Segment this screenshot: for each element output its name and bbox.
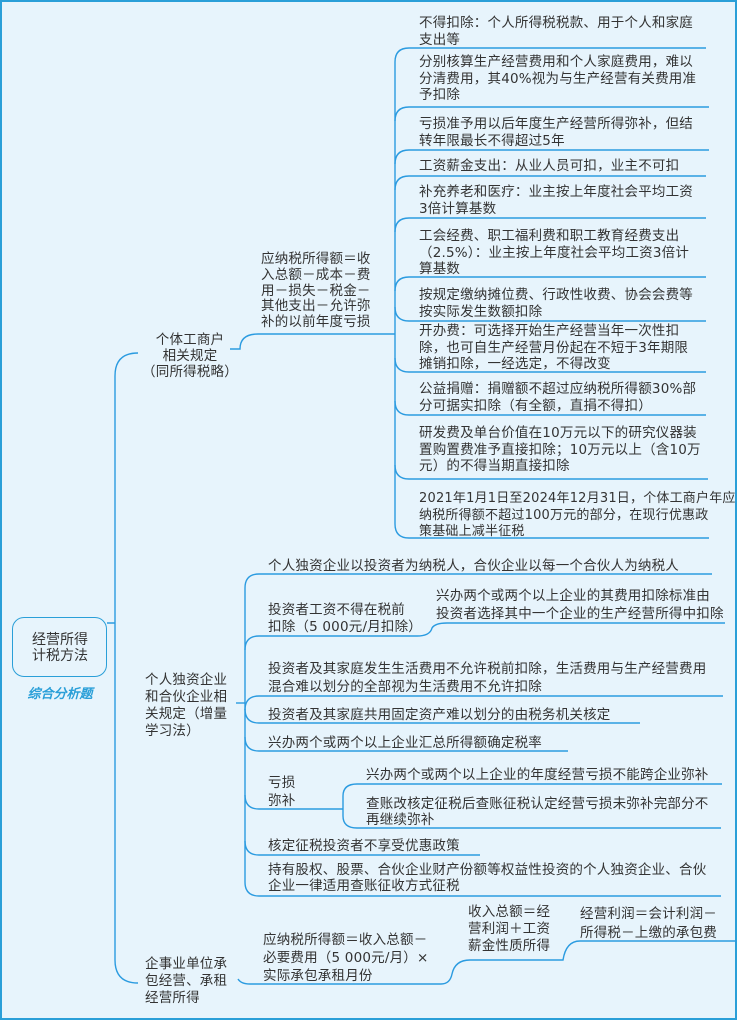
root-node	[12, 617, 107, 677]
branch1-item: 研发费及单台价值在10万元以下的研究仪器装 置购置费准予直接扣除；10万元以上（…	[419, 425, 701, 474]
branch2-item: 兴办两个或两个以上企业汇总所得额确定税率	[268, 735, 542, 751]
branch1-item: 亏损准予用以后年度生产经营所得弥补，但结 转年限最长不得超过5年	[419, 116, 693, 149]
branch2-label: 个人独资企业 和合伙企业相 关规定（增量 学习法）	[145, 672, 228, 739]
root-label: 经营所得 计税方法	[32, 632, 88, 664]
branch1-item: 公益捐赠：捐赠额不超过应纳税所得额30%部 分可据实扣除（有全额，直捐不得扣）	[419, 381, 697, 414]
branch2-item: 投资者工资不得在税前 扣除（5 000元/月扣除）	[268, 602, 422, 635]
branch2-item: 持有股权、股票、合伙企业财产份额等权益性投资的个人独资企业、合伙 企业一律适用查…	[268, 862, 707, 894]
branch1-item: 工会经费、职工福利费和职工教育经费支出 （2.5%）：业主按上年度社会平均工资3…	[419, 228, 690, 277]
branch1-item: 开办费：可选择开始生产经营当年一次性扣 除，也可自生产经营月份起在不短于3年期限…	[419, 323, 689, 372]
branch3-connector	[237, 940, 737, 985]
branch1-label: 个体工商户 相关规定 （同所得税略）	[142, 332, 238, 380]
branch1-item: 工资薪金支出：从业人员可扣，业主不可扣	[419, 158, 680, 174]
branch3-income: 收入总额＝经 营利润＋工资 薪金性质所得	[468, 904, 551, 954]
branch1-formula: 应纳税所得额＝收 入总额－成本－费 用－损失－税金－ 其他支出－允许弥 补的以前…	[261, 251, 371, 331]
wage-sub-item: 兴办两个或两个以上企业的其费用扣除标准由 投资者选择其中一个企业的生产经营所得中…	[436, 588, 724, 622]
branch1-item: 2021年1月1日至2024年12月31日，个体工商户年应 纳税所得额不超过10…	[419, 491, 736, 539]
branch1-item: 不得扣除：个人所得税税款、用于个人和家庭 支出等	[419, 15, 693, 48]
branch3-formula: 应纳税所得额＝收入总额－ 必要费用（5 000元/月）× 实际承包承租月份	[263, 932, 429, 984]
branch2-item: 投资者及其家庭共用固定资产难以划分的由税务机关核定	[268, 707, 611, 723]
branch2-item-loss: 亏损 弥补	[268, 775, 296, 809]
category-tag: 综合分析题	[27, 687, 93, 702]
branch2-item: 核定征税投资者不享受优惠政策	[268, 838, 460, 854]
branch1-item: 分别核算生产经营费用和个人家庭费用，难以 分清费用，其40%视为与生产经营有关费…	[419, 54, 697, 103]
branch1-item: 按规定缴纳摊位费、行政性收费、协会会费等 按实际发生数额扣除	[419, 287, 693, 320]
loss-sub-item: 兴办两个或两个以上企业的年度经营亏损不能跨企业弥补	[366, 767, 709, 783]
loss-sub-item: 查账改核定征税后查账征税认定经营亏损未弥补完部分不 再继续弥补	[366, 796, 709, 828]
branch1-item: 补充养老和医疗：业主按上年度社会平均工资 3倍计算基数	[419, 184, 693, 217]
branch1-connector	[230, 333, 395, 350]
branch2-item: 个人独资企业以投资者为纳税人，合伙企业以每一个合伙人为纳税人	[268, 558, 679, 574]
branch3-profit: 经营利润＝会计利润－ 所得税－上缴的承包费	[580, 906, 717, 941]
branch2-item: 投资者及其家庭发生生活费用不允许税前扣除，生活费用与生产经营费用 混合难以划分的…	[268, 661, 707, 695]
trunk-line	[107, 352, 139, 984]
branch3-label: 企事业单位承 包经营、承租 经营所得	[145, 956, 228, 1006]
